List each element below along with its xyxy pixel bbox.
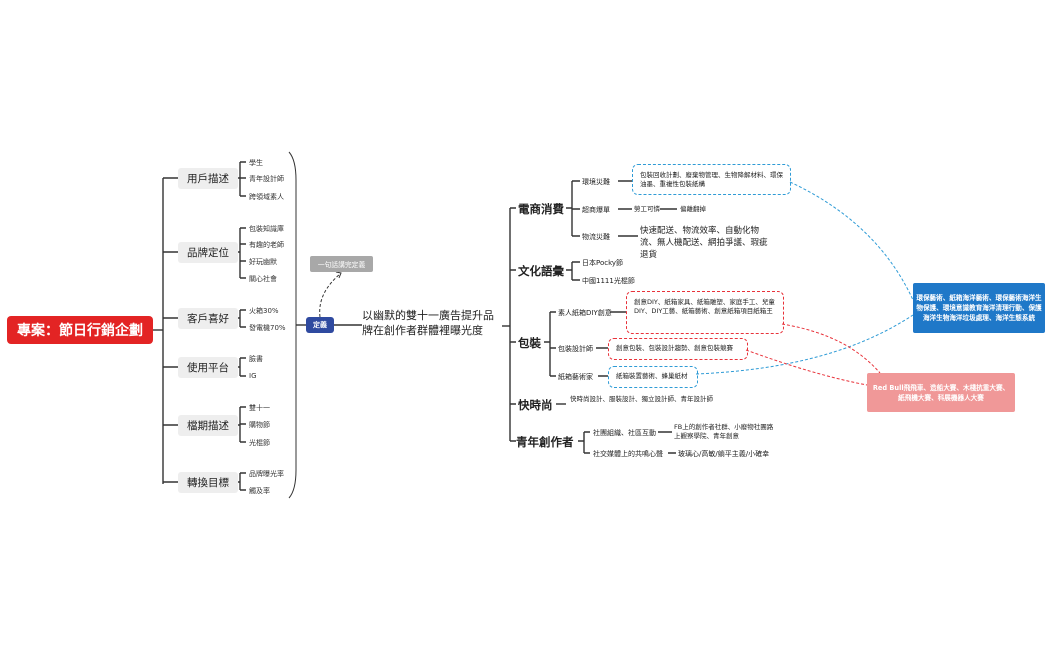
topic-culture[interactable]: 文化語彙	[518, 264, 564, 278]
leaf-item[interactable]: 雙十一	[249, 404, 270, 412]
branch-customer-preference[interactable]: 客戶喜好	[178, 308, 238, 329]
fashion-detail[interactable]: 快時尚設計、服裝設計、獨立設計師、青年設計師	[570, 395, 713, 403]
leaf-item[interactable]: 臉書	[249, 355, 263, 363]
logistics-detail[interactable]: 快速配送、物流效率、自動化物流、無人機配送、網拍爭議、瑕疵退貨	[640, 226, 768, 260]
leaf-item[interactable]: 購物節	[249, 421, 270, 429]
branch-schedule[interactable]: 檔期描述	[178, 415, 238, 436]
leaf-item[interactable]: 發電機70%	[249, 324, 286, 332]
subtopic-logistics[interactable]: 物流災難	[582, 233, 610, 241]
designer-detail[interactable]: 創意包裝、包裝設計趨勢、創意包裝競賽	[616, 344, 733, 352]
subtopic-diy[interactable]: 素人紙箱DIY創意	[558, 309, 612, 317]
culture-item[interactable]: 日本Pocky節	[582, 259, 624, 267]
callout-eco-art[interactable]: 環保藝術、紙箱海洋藝術、環保藝術海洋生物保護、環境意識教育海洋清理行動、保護海洋…	[913, 283, 1045, 333]
dashed-frame-blue	[608, 366, 698, 388]
central-topic[interactable]: 以幽默的雙十一廣告提升品牌在創作者群體裡曝光度	[362, 309, 494, 337]
leaf-item[interactable]: 青年設計師	[249, 175, 284, 183]
community-detail[interactable]: FB上的創作者社群、小廢物社團路上觀察學院、青年創意	[674, 423, 774, 440]
env-detail[interactable]: 包裝回收計劃、廢棄物管理、生物降解材料、環保油墨、重複性包裝紙構	[640, 171, 783, 188]
subtopic-designer[interactable]: 包裝設計師	[558, 345, 593, 353]
dashed-frame-blue	[632, 164, 791, 195]
subtopic-artist[interactable]: 紙箱藝術家	[558, 373, 593, 381]
leaf-item[interactable]: 好玩幽默	[249, 258, 277, 266]
topic-fast-fashion[interactable]: 快時尚	[518, 398, 553, 412]
dashed-frame-red	[626, 291, 784, 334]
leaf-item[interactable]: 包裝知識庫	[249, 225, 284, 233]
branch-platforms[interactable]: 使用平台	[178, 357, 238, 378]
callout-competitions[interactable]: Red Bull飛飛車、造船大賽、木棧抗重大賽、紙飛機大賽、科展機器人大賽	[867, 373, 1015, 412]
culture-item[interactable]: 中國1111光棍節	[582, 277, 635, 285]
diy-detail[interactable]: 創意DIY、紙箱家具、紙箱雕塑、家庭手工、兒童DIY、DIY工藝、紙箱藝術、創意…	[634, 298, 775, 315]
leaf-item[interactable]: 關心社會	[249, 275, 277, 283]
overbuy-a[interactable]: 勞工可憐	[634, 205, 660, 213]
leaf-item[interactable]: 學生	[249, 159, 263, 167]
branch-conversion-goal[interactable]: 轉換目標	[178, 472, 238, 493]
leaf-item[interactable]: 火箱30%	[249, 307, 279, 315]
definition-tag[interactable]: 定義	[306, 317, 334, 333]
topic-young-creators[interactable]: 青年創作者	[516, 435, 574, 449]
topic-packaging[interactable]: 包裝	[518, 336, 541, 350]
leaf-item[interactable]: 光棍節	[249, 439, 270, 447]
leaf-item[interactable]: IG	[249, 372, 257, 380]
artist-detail[interactable]: 紙箱裝置藝術、蜂巢紙材	[616, 372, 688, 380]
subtopic-overbuy[interactable]: 超商爆單	[582, 206, 610, 214]
root-topic[interactable]: 專案：節日行銷企劃	[7, 316, 153, 344]
leaf-item[interactable]: 有趣的老師	[249, 241, 284, 249]
social-media-detail[interactable]: 玻璃心/高敏/躺平主義/小確幸	[678, 450, 770, 458]
dashed-frame-red	[608, 338, 748, 360]
topic-ecommerce[interactable]: 電商消費	[518, 202, 564, 216]
definition-note[interactable]: 一句話講完定義	[310, 256, 373, 272]
subtopic-social-media[interactable]: 社交媒體上的共鳴心聲	[593, 450, 663, 458]
overbuy-b[interactable]: 偏離翻掉	[680, 205, 706, 213]
leaf-item[interactable]: 跨領域素人	[249, 193, 284, 201]
subtopic-environment[interactable]: 環境災難	[582, 178, 610, 186]
branch-brand-positioning[interactable]: 品牌定位	[178, 242, 238, 263]
leaf-item[interactable]: 觸及率	[249, 487, 270, 495]
subtopic-community[interactable]: 社團組織、社區互動	[593, 429, 656, 437]
leaf-item[interactable]: 品牌曝光率	[249, 470, 284, 478]
branch-user-description[interactable]: 用戶描述	[178, 168, 238, 189]
